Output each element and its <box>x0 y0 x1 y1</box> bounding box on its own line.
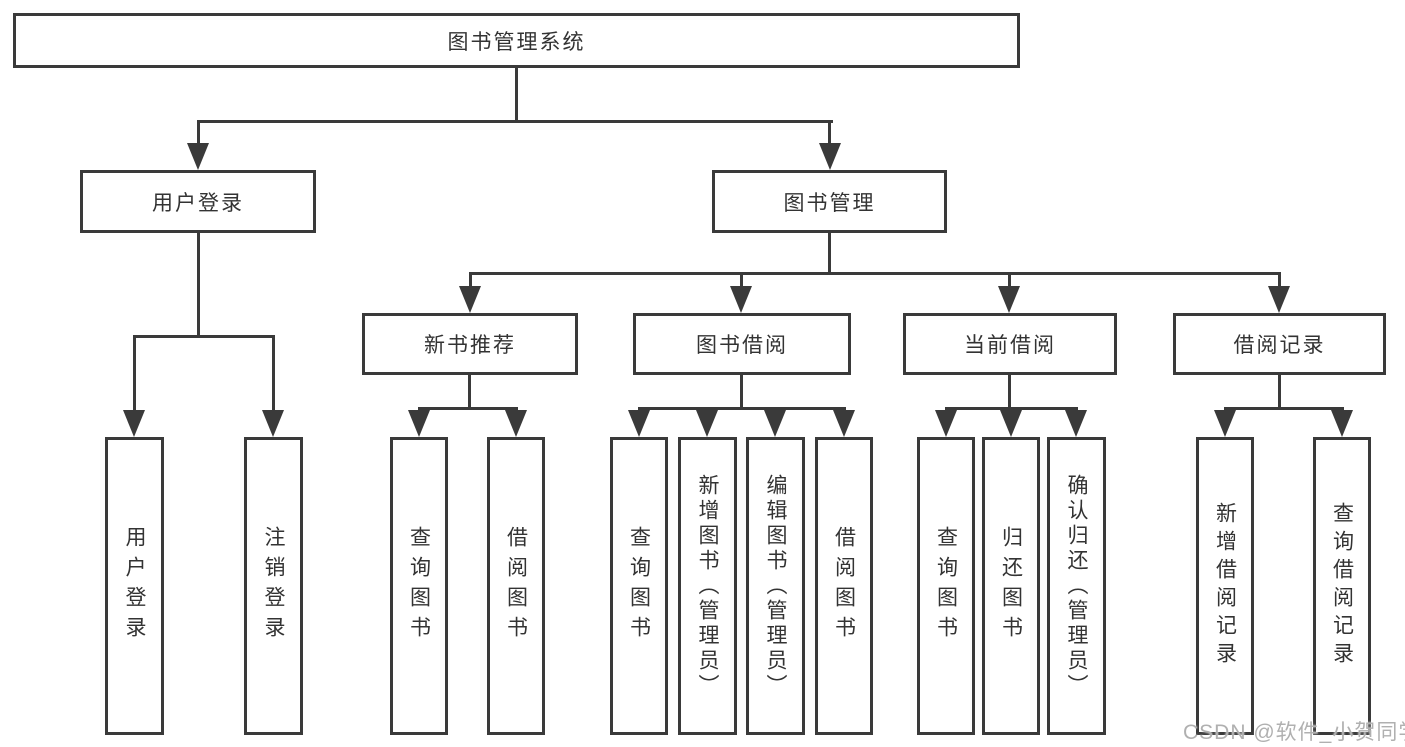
node-current-borrow: 当前借阅 <box>903 313 1117 375</box>
connector-line <box>515 68 518 120</box>
connector-line <box>1224 407 1344 410</box>
node-borrow-records-label: 借阅记录 <box>1233 334 1326 357</box>
connector-line <box>197 233 200 337</box>
connector-line <box>469 272 472 292</box>
leaf-user-login-label: 用户登录 <box>123 526 146 646</box>
connector-line <box>828 233 831 275</box>
leaf-rec-query-books: 查询图书 <box>390 437 448 735</box>
node-new-book-recommend-label: 新书推荐 <box>424 334 516 357</box>
connector-line <box>1278 272 1281 292</box>
arrow-down-icon <box>935 410 957 437</box>
connector-line <box>418 407 518 410</box>
leaf-user-login: 用户登录 <box>105 437 164 735</box>
csdn-watermark: CSDN @软件_小贺同学 <box>1183 721 1405 744</box>
arrow-down-icon <box>1065 410 1087 437</box>
leaf-bb-edit-books: 编辑图书（管理员） <box>746 437 805 735</box>
leaf-bb-query-books: 查询图书 <box>610 437 668 735</box>
connector-line <box>468 375 471 409</box>
arrow-down-icon <box>262 410 284 437</box>
arrow-down-icon <box>730 286 752 313</box>
node-borrow-records: 借阅记录 <box>1173 313 1386 375</box>
node-root-system: 图书管理系统 <box>13 13 1020 68</box>
node-root-system-label: 图书管理系统 <box>447 30 586 54</box>
leaf-cb-return-books-label: 归还图书 <box>999 526 1023 646</box>
leaf-bb-add-books: 新增图书（管理员） <box>678 437 737 735</box>
connector-line <box>272 335 275 415</box>
arrow-down-icon <box>408 410 430 437</box>
connector-line <box>828 120 831 148</box>
leaf-br-query-record-label: 查询借阅记录 <box>1330 502 1354 670</box>
arrow-down-icon <box>764 410 786 437</box>
leaf-br-add-record-label: 新增借阅记录 <box>1213 502 1237 670</box>
connector-line <box>133 335 275 338</box>
leaf-bb-borrow-books-label: 借阅图书 <box>832 526 856 646</box>
connector-line <box>197 120 200 148</box>
node-user-login: 用户登录 <box>80 170 316 233</box>
leaf-bb-add-books-label: 新增图书（管理员） <box>696 473 719 699</box>
leaf-cb-query-books-label: 查询图书 <box>934 526 958 646</box>
arrow-down-icon <box>123 410 145 437</box>
connector-line <box>740 272 743 292</box>
arrow-down-icon <box>819 143 841 170</box>
leaf-bb-borrow-books: 借阅图书 <box>815 437 873 735</box>
connector-line <box>133 335 136 415</box>
leaf-cb-confirm-return: 确认归还（管理员） <box>1047 437 1106 735</box>
leaf-rec-borrow-books-label: 借阅图书 <box>504 526 528 646</box>
arrow-down-icon <box>1331 410 1353 437</box>
leaf-logout: 注销登录 <box>244 437 303 735</box>
arrow-down-icon <box>459 286 481 313</box>
node-user-login-label: 用户登录 <box>152 191 244 215</box>
node-current-borrow-label: 当前借阅 <box>964 334 1056 357</box>
leaf-logout-label: 注销登录 <box>262 526 285 646</box>
connector-line <box>945 407 1078 410</box>
leaf-br-query-record: 查询借阅记录 <box>1313 437 1371 735</box>
connector-line <box>740 375 743 409</box>
connector-line <box>1008 375 1011 409</box>
connector-line <box>1008 272 1011 292</box>
arrow-down-icon <box>696 410 718 437</box>
arrow-down-icon <box>505 410 527 437</box>
leaf-bb-edit-books-label: 编辑图书（管理员） <box>764 473 787 699</box>
arrow-down-icon <box>187 143 209 170</box>
arrow-down-icon <box>1214 410 1236 437</box>
leaf-br-add-record: 新增借阅记录 <box>1196 437 1254 735</box>
connector-line <box>469 272 1281 275</box>
arrow-down-icon <box>998 286 1020 313</box>
connector-line <box>197 120 833 123</box>
arrow-down-icon <box>1000 410 1022 437</box>
leaf-bb-query-books-label: 查询图书 <box>627 526 651 646</box>
node-book-management: 图书管理 <box>712 170 947 233</box>
node-book-borrow-label: 图书借阅 <box>696 334 788 357</box>
connector-line <box>1278 375 1281 409</box>
arrow-down-icon <box>628 410 650 437</box>
node-book-borrow: 图书借阅 <box>633 313 851 375</box>
node-book-management-label: 图书管理 <box>783 191 876 215</box>
arrow-down-icon <box>833 410 855 437</box>
leaf-cb-query-books: 查询图书 <box>917 437 975 735</box>
leaf-rec-query-books-label: 查询图书 <box>407 526 431 646</box>
leaf-cb-confirm-return-label: 确认归还（管理员） <box>1065 473 1088 699</box>
node-new-book-recommend: 新书推荐 <box>362 313 578 375</box>
leaf-cb-return-books: 归还图书 <box>982 437 1040 735</box>
connector-line <box>638 407 846 410</box>
leaf-rec-borrow-books: 借阅图书 <box>487 437 545 735</box>
arrow-down-icon <box>1268 286 1290 313</box>
